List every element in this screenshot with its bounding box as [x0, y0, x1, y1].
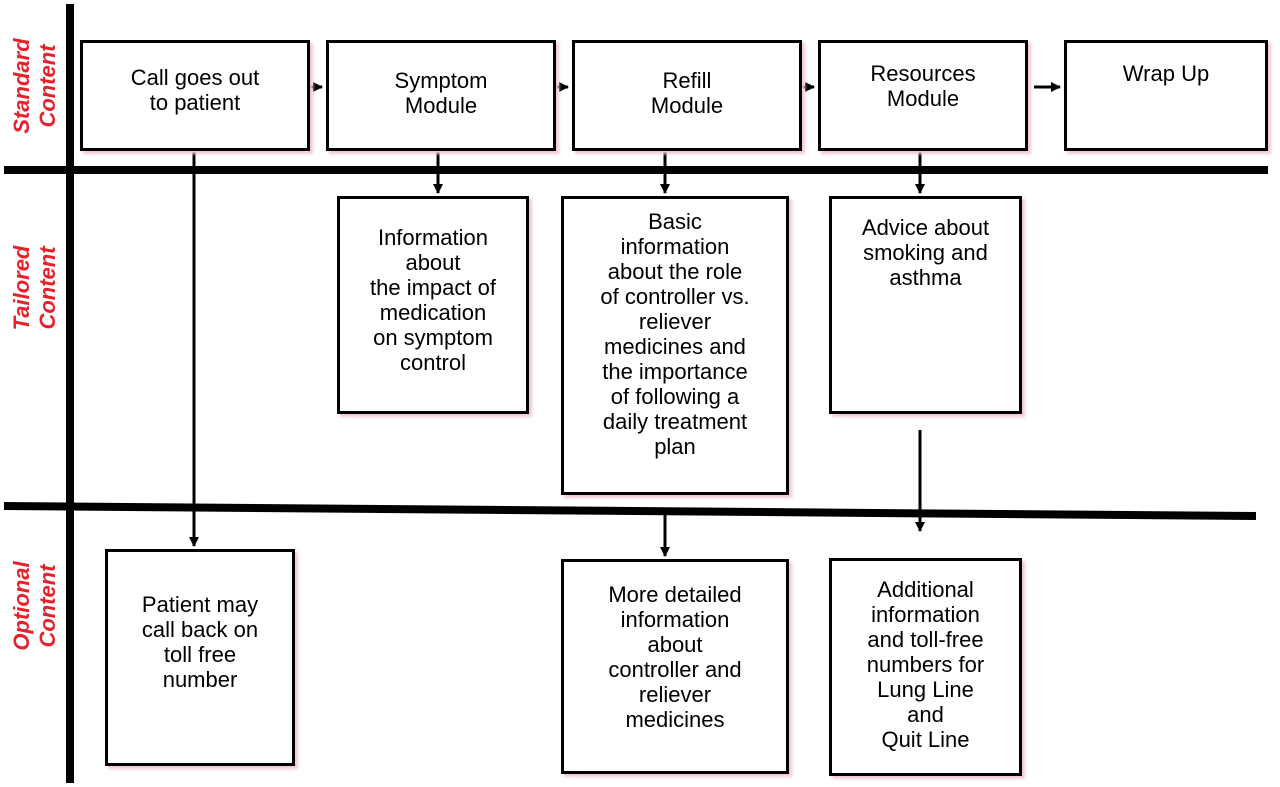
box-text: Symptom Module [394, 68, 488, 118]
box-text: Resources Module [870, 61, 976, 111]
box-text: Call goes out to patient [130, 65, 260, 115]
lane-label-standard: Standard Content [9, 6, 61, 166]
lane-label-line: Content [35, 246, 60, 330]
box-text: More detailed information about controll… [608, 582, 742, 732]
lane-label-tailored: Tailored Content [9, 208, 61, 368]
lane-label-line: Standard [9, 38, 34, 134]
box-advice-smoking: Advice about smoking and asthma [829, 196, 1022, 414]
box-info-impact: Information about the impact of medicati… [337, 196, 529, 414]
box-call-back: Patient may call back on toll free numbe… [105, 549, 295, 766]
lane-label-optional: Optional Content [9, 526, 61, 686]
box-text: Refill Module [650, 68, 724, 118]
box-text: Information about the impact of medicati… [370, 225, 496, 375]
box-text: Advice about smoking and asthma [861, 215, 990, 290]
box-call-goes-out: Call goes out to patient [80, 40, 310, 151]
box-refill-module: Refill Module [572, 40, 802, 151]
lane-label-line: Content [35, 564, 60, 648]
box-additional-info: Additional information and toll-free num… [829, 558, 1022, 776]
box-text: Basic information about the role of cont… [600, 209, 750, 459]
lane-label-line: Tailored [9, 245, 34, 331]
box-resources-module: Resources Module [818, 40, 1028, 151]
box-detailed-info: More detailed information about controll… [561, 559, 789, 774]
box-symptom-module: Symptom Module [326, 40, 556, 151]
box-basic-info: Basic information about the role of cont… [561, 196, 789, 495]
lane-label-line: Optional [9, 561, 34, 651]
lane-label-line: Content [35, 44, 60, 128]
box-wrap-up: Wrap Up [1064, 40, 1268, 151]
box-text: Additional information and toll-free num… [866, 577, 985, 752]
box-text: Wrap Up [1122, 61, 1210, 86]
lane-separator-2 [3, 502, 1257, 520]
box-text: Patient may call back on toll free numbe… [141, 592, 259, 692]
